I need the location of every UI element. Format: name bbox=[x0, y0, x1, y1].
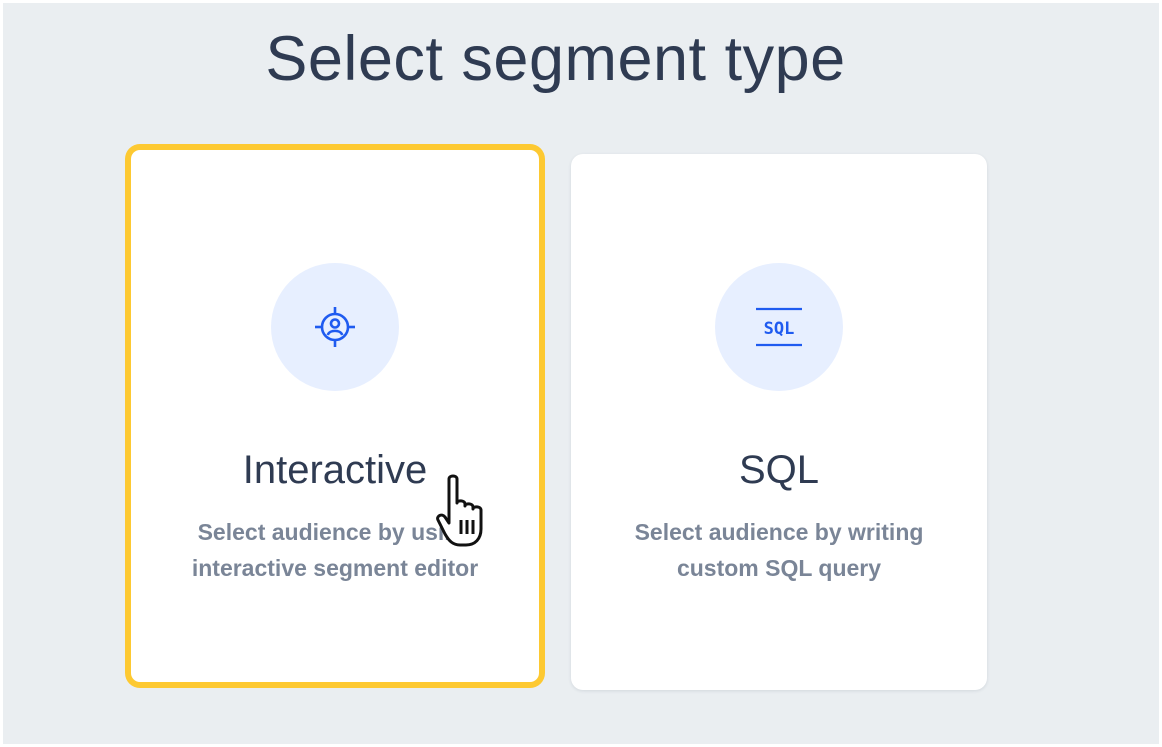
sql-description-line-2: custom SQL query bbox=[676, 555, 882, 581]
interactive-option-description: Select audience by using interactive seg… bbox=[151, 514, 519, 586]
sql-description-line-1: Select audience by writing bbox=[634, 519, 924, 545]
svg-text:SQL: SQL bbox=[764, 319, 795, 339]
sql-option-title: SQL bbox=[738, 448, 820, 492]
interactive-option-card[interactable]: Interactive Select audience by using int… bbox=[131, 150, 539, 682]
interactive-description-line-2: interactive segment editor bbox=[191, 555, 479, 581]
interactive-description-line-1: Select audience by using bbox=[197, 519, 473, 545]
hand-pointer-icon bbox=[436, 474, 483, 547]
target-user-icon bbox=[315, 307, 355, 347]
sql-icon-circle: SQL bbox=[715, 263, 843, 391]
interactive-option-title: Interactive bbox=[242, 448, 428, 492]
segment-type-dialog: Select segment type Interactive Select a… bbox=[3, 3, 1159, 744]
sql-icon: SQL bbox=[756, 307, 802, 347]
page-title: Select segment type bbox=[265, 24, 846, 94]
sql-option-card[interactable]: SQL SQL Select audience by writing custo… bbox=[571, 154, 987, 690]
sql-option-description: Select audience by writing custom SQL qu… bbox=[591, 514, 967, 586]
interactive-icon-circle bbox=[271, 263, 399, 391]
